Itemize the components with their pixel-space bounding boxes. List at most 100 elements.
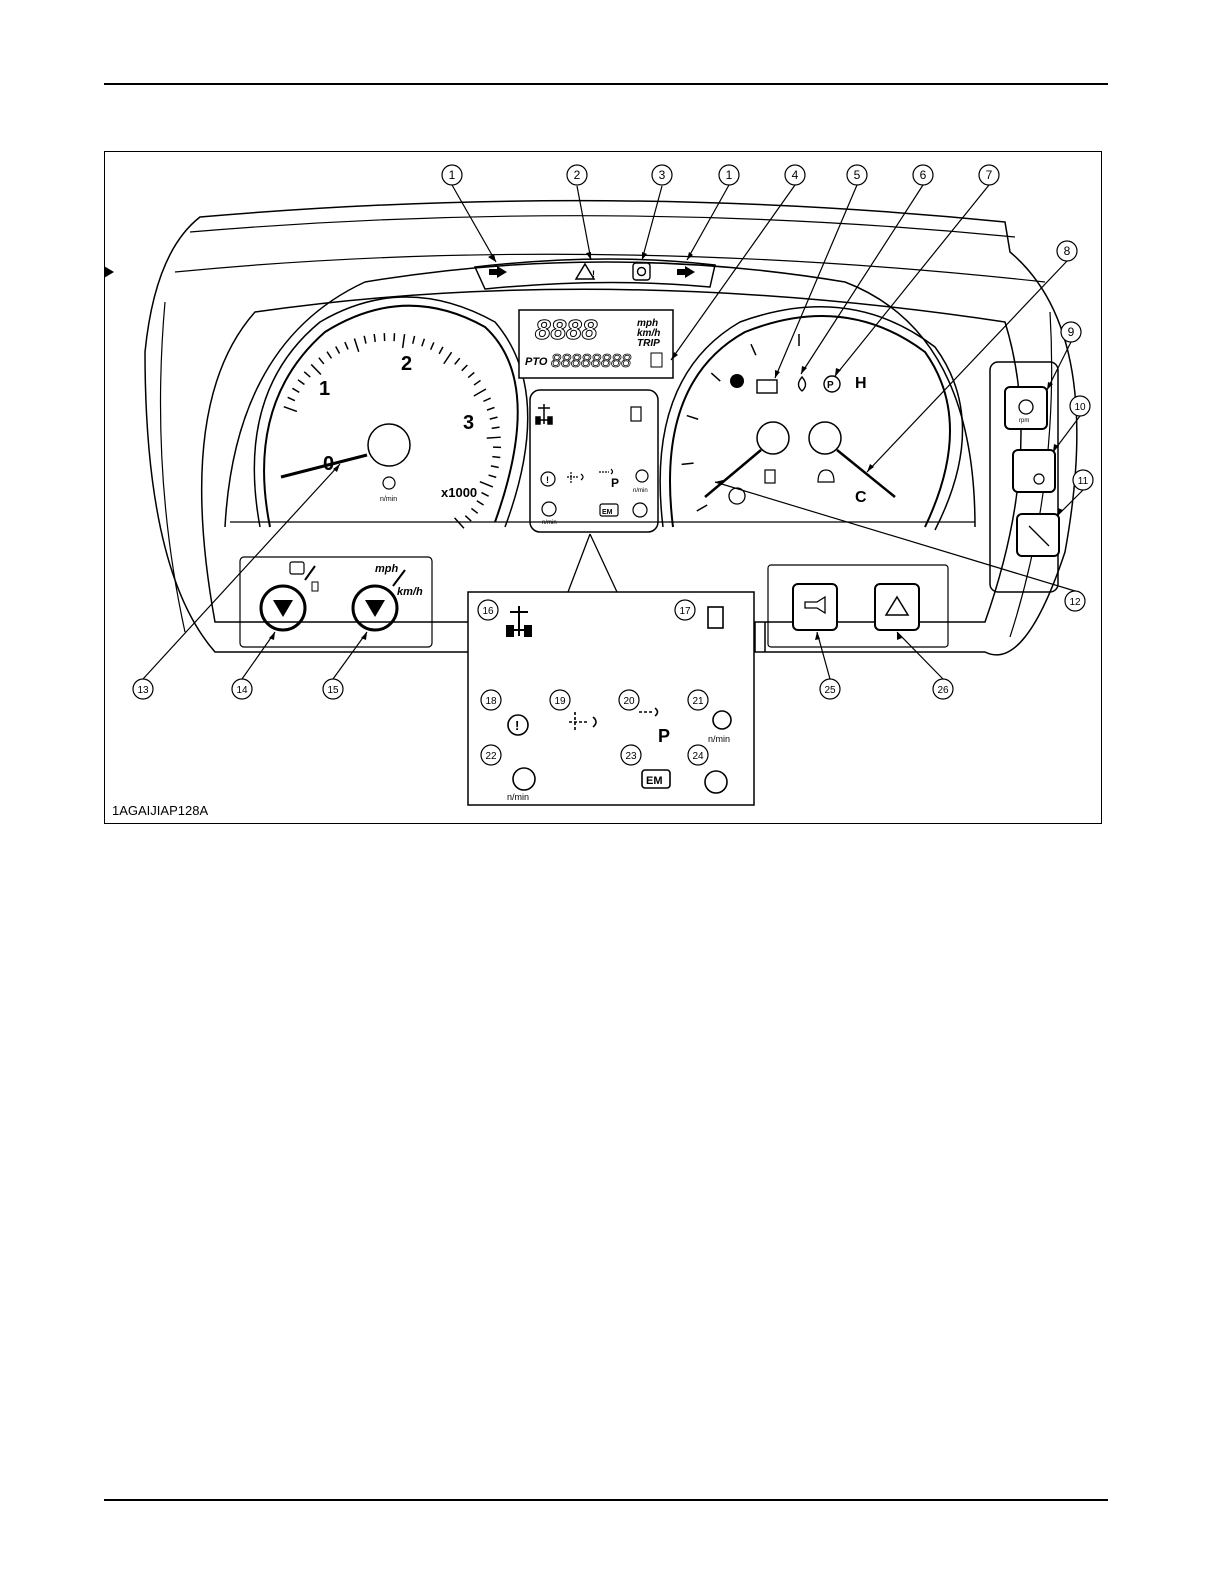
tach-label-2: 2 [401,353,412,375]
callout-number: 21 [692,696,704,707]
svg-text:P: P [827,380,834,391]
callout-number: 16 [482,606,494,617]
horn-button[interactable] [793,584,837,630]
callout-number: 4 [792,168,799,182]
tach-tick [288,397,295,400]
coolant-temp-icon [818,470,834,482]
emission-label-large: EM [646,775,663,787]
tach-tick [465,516,471,521]
fuel-gauge-icon [765,470,775,483]
tach-tick [481,493,488,497]
tach-tick [490,417,498,419]
callout-number: 19 [554,696,566,707]
tach-tick [492,427,500,428]
tach-tick [292,388,299,392]
tach-tick [455,518,464,528]
tach-tick [489,475,497,477]
engine-icon [383,477,395,489]
callout-number: 3 [659,168,666,182]
callout-number: 8 [1064,244,1071,258]
tach-tick [319,358,324,364]
tach-tick [487,437,501,438]
callout-number: 18 [485,696,497,707]
tach-tick [455,358,460,364]
temp-hot-label: H [855,375,867,392]
tach-tick [364,336,366,344]
tach-tick [374,334,375,342]
svg-text:!: ! [592,269,595,279]
lcd-main-digits: 8888 [535,314,598,345]
tach-tick [298,380,305,385]
callout-number: 2 [574,168,581,182]
callout-number: 13 [137,685,149,696]
tach-tick [403,334,405,348]
turn-right-icon [105,266,114,278]
tach-tick [474,380,481,385]
tach-hub [368,424,410,466]
dpf-inhibit-switch[interactable] [1013,450,1055,492]
callout-number: 12 [1069,597,1081,608]
speed-up-unit-large: n/min [708,734,730,744]
down-arrow-icon [273,600,293,617]
tach-tick [487,407,495,410]
tach-tick [284,407,297,412]
tach-label-3: 3 [463,412,474,434]
mode-button-panel [240,557,432,647]
rpm-label: rpm [1019,418,1029,424]
tach-tick [474,389,486,396]
fuel-low-icon [631,407,641,421]
speed-unit-mph: mph [375,563,399,575]
dpf-regeneration-icon [567,472,583,484]
emission-label: EM [602,509,613,516]
tach-tick [345,342,348,349]
lcd-pto-digits: 88888888 [551,351,631,371]
parked-regen-label: P [611,476,619,490]
tach-tick [492,457,500,458]
callout-number: 26 [937,685,949,696]
callout-number: 14 [236,685,248,696]
engine-speed-up-icon [636,470,648,482]
footer-rule [104,1499,1108,1501]
tach-tick [491,466,499,468]
lcd-pto-label: PTO [525,356,548,368]
speed-unit-kmh: km/h [397,586,423,598]
down-arrow-icon [365,600,385,617]
temp-cold-label: C [855,489,867,506]
callout-number: 24 [692,751,704,762]
instrument-panel-figure: 0 1 2 3 x1000 n/min 8888 mph km/h TRIP P… [104,151,1102,824]
callout-number: 9 [1068,325,1075,339]
warning-lamp-panel [530,390,658,532]
transmission-icon [290,562,304,574]
dpf-parked-regeneration-icon [599,469,613,474]
tach-tick [477,501,484,505]
gauge-tick [711,373,720,381]
gauge-tick [687,416,698,420]
instrument-panel-drawing: 0 1 2 3 x1000 n/min 8888 mph km/h TRIP P… [105,152,1102,824]
turn-left-icon [489,266,507,278]
oil-pressure-icon [799,377,806,391]
hazard-button[interactable] [875,584,919,630]
tach-tick [336,346,340,353]
transmission-warning-icon [633,263,650,280]
tach-tick [311,364,321,374]
tach-tick [304,372,310,377]
glow-plug-icon [633,503,647,517]
callout-number: 5 [854,168,861,182]
tach-tick [444,352,452,364]
gauge-tick [682,463,694,464]
svg-text:!: ! [515,718,519,733]
tach-tick [439,347,443,354]
tach-tick [431,342,434,349]
tach-tick [462,365,468,371]
engine-overheat-icon [542,502,556,516]
battery-icon [757,380,777,393]
callout-number: 23 [625,751,637,762]
header-rule [104,83,1108,85]
callout-number: 1 [449,168,456,182]
callout-number: 6 [920,168,927,182]
tach-label-1: 1 [319,378,330,400]
overheat-unit-large: n/min [507,792,529,802]
figure-id: 1AGAIJIAP128A [112,803,208,818]
fuel-gauge-hub [757,422,789,454]
gauge-tick [751,344,756,355]
